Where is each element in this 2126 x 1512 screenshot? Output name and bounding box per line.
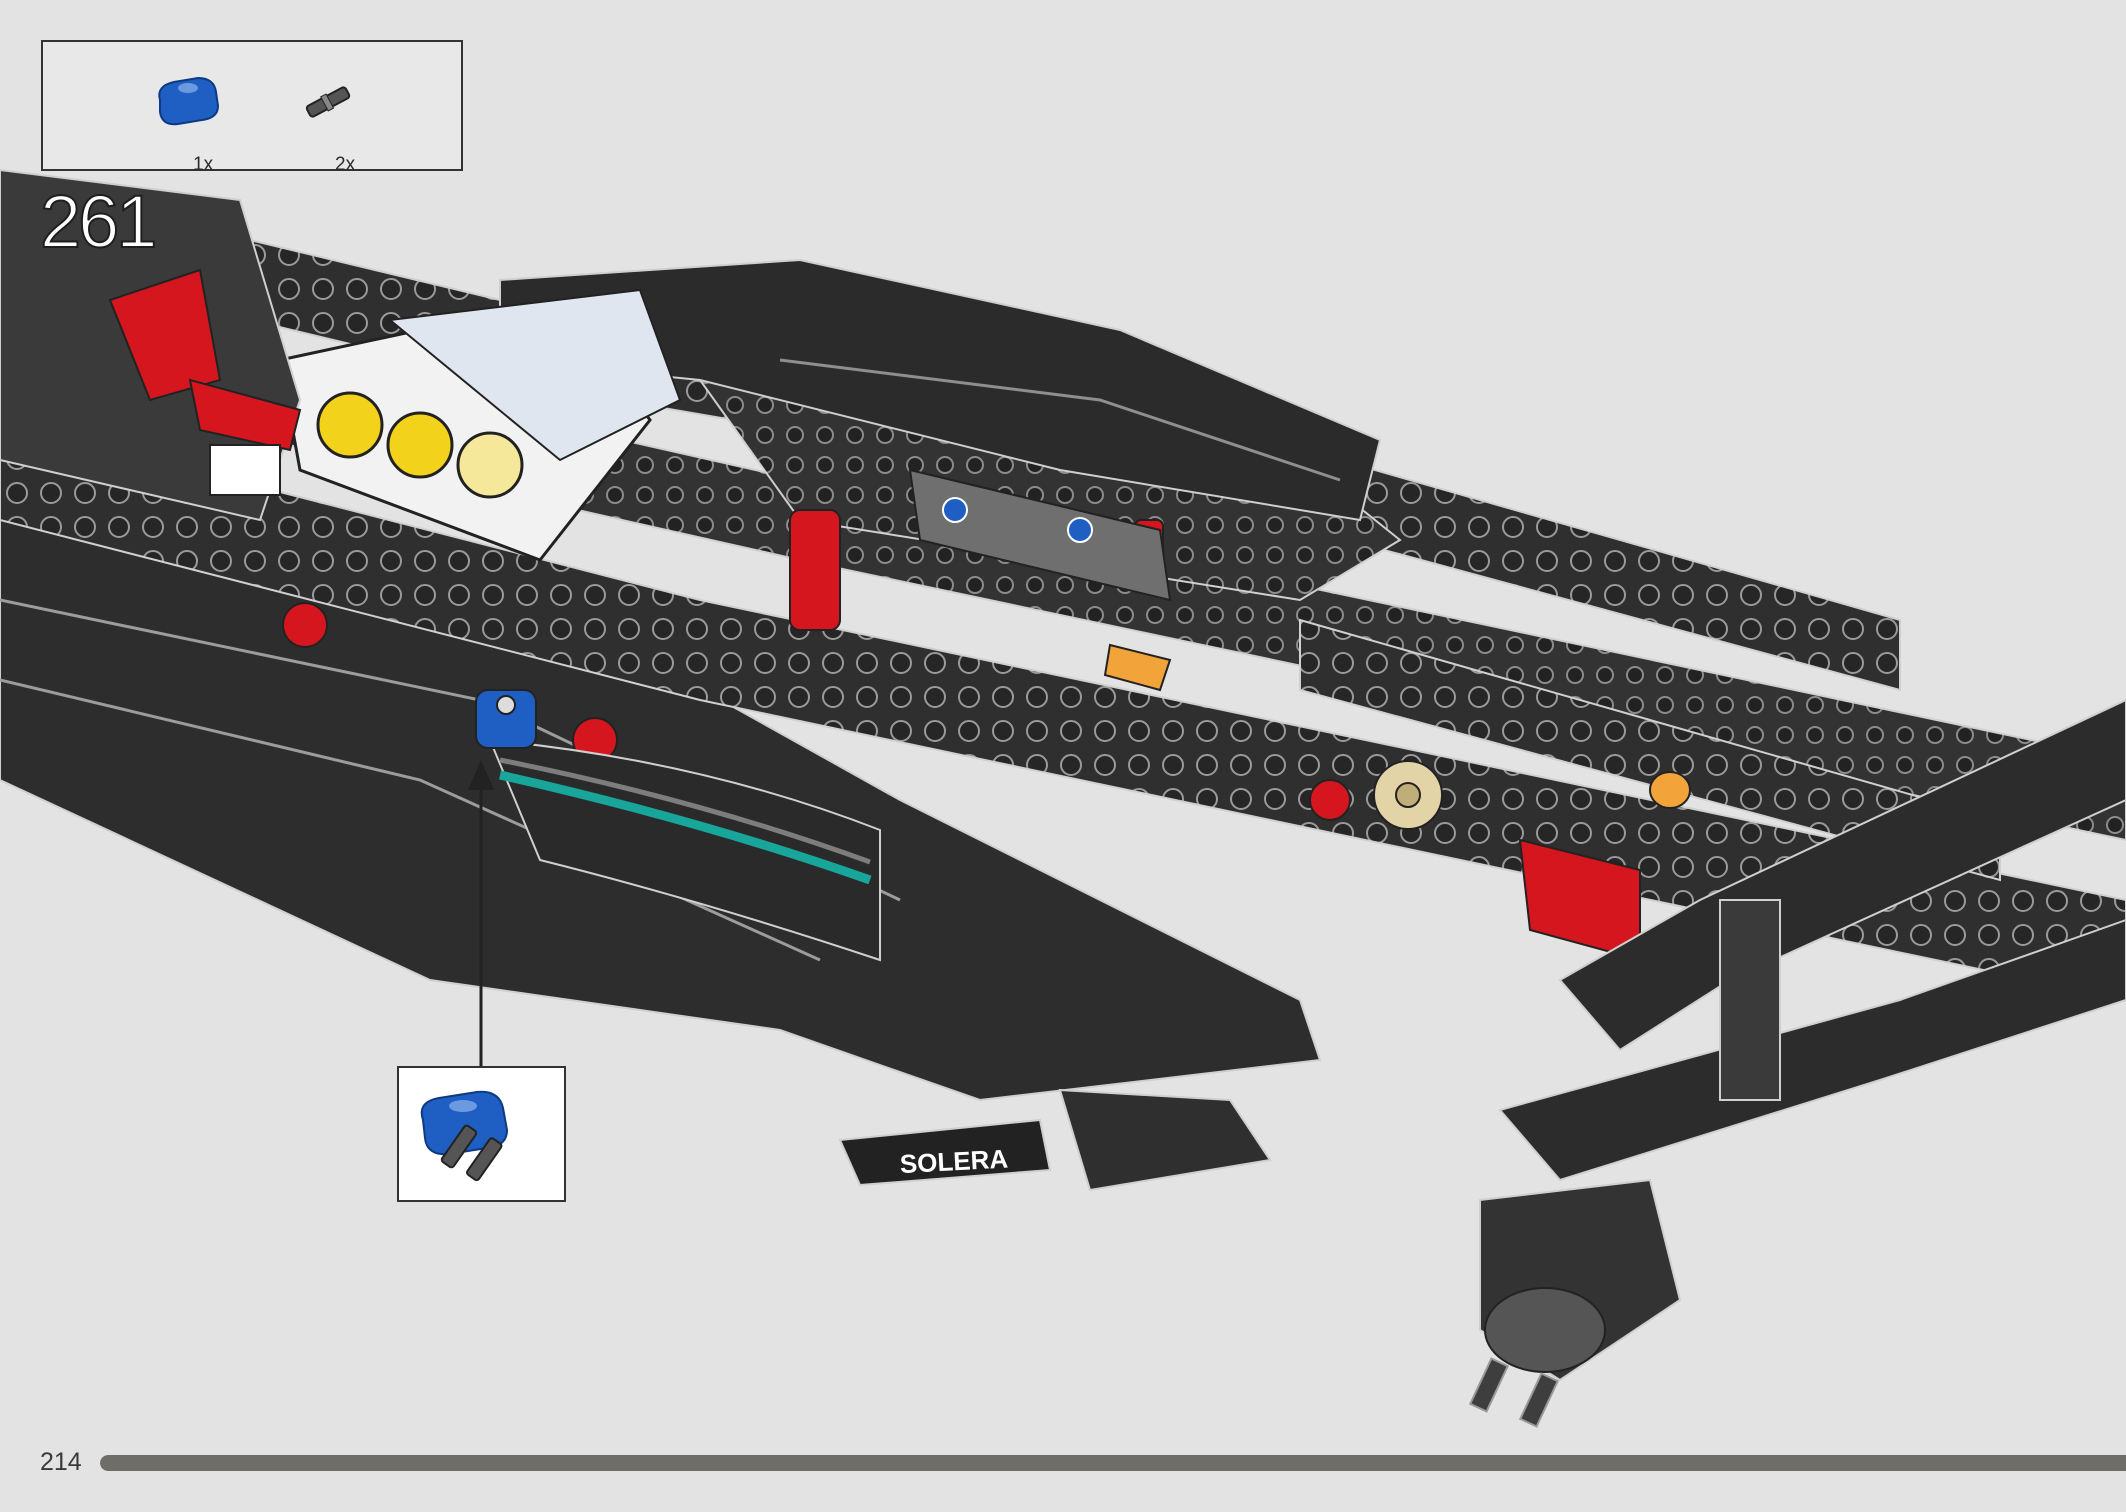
blue-connector-installed xyxy=(475,689,537,749)
front-wing-plate: SOLERA xyxy=(838,1088,1272,1192)
front-suspension xyxy=(1479,698,2126,1382)
page-number: 214 xyxy=(40,1448,82,1476)
engine-block xyxy=(278,288,682,562)
progress-bar xyxy=(100,1455,2126,1471)
blue-double-pin-connector-icon xyxy=(420,1090,509,1182)
part-quantity: 2x xyxy=(335,154,356,175)
sponsor-decal-text: SOLERA xyxy=(899,1143,1009,1179)
wheel-hub xyxy=(1468,1287,1606,1428)
parts-list-box: 1x 2x xyxy=(41,40,463,175)
parts-list-item-axle-pin: 2x xyxy=(288,72,378,175)
callout-detail-box xyxy=(397,1066,566,1202)
callout-arrow xyxy=(468,760,494,1066)
axle-pin-icon xyxy=(305,86,351,118)
tan-gear xyxy=(1373,760,1443,830)
progress-bar-fill xyxy=(100,1455,2126,1471)
part-quantity: 1x xyxy=(193,154,214,175)
step-number: 261 xyxy=(39,180,158,263)
rear-frame xyxy=(0,168,302,522)
blue-double-pin-connector-icon xyxy=(158,76,220,126)
parts-list-item-blue-connector: 1x xyxy=(148,72,238,175)
sidepod-panel xyxy=(488,738,881,962)
gray-beam xyxy=(908,468,1691,809)
